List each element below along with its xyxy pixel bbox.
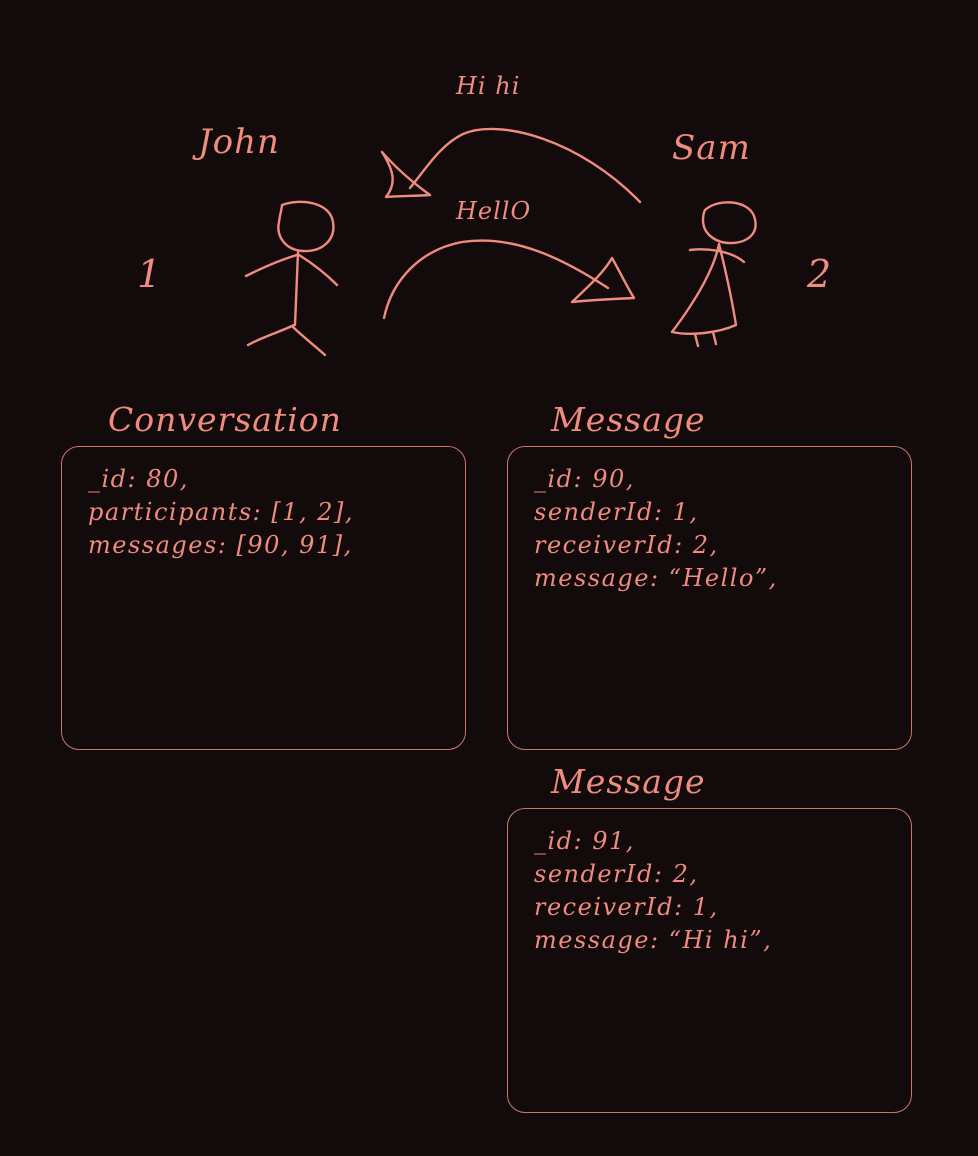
- message-line: receiverId: 1,: [534, 893, 719, 921]
- sam-number-label: 2: [807, 252, 832, 296]
- message-title: Message: [551, 762, 706, 801]
- conversation-line: messages: [90, 91],: [88, 531, 353, 559]
- john-number-label: 1: [137, 252, 162, 296]
- message-line: message: “Hi hi”,: [534, 926, 773, 954]
- arrow-john-to-sam: [382, 239, 636, 320]
- message-title: Message: [551, 400, 706, 439]
- sam-name-label: Sam: [672, 128, 751, 168]
- message-line: message: “Hello”,: [534, 564, 778, 592]
- arrow-sam-to-john: [380, 127, 642, 204]
- john-name-label: John: [198, 122, 280, 162]
- message-line: receiverId: 2,: [534, 531, 719, 559]
- conversation-line: participants: [1, 2],: [88, 498, 355, 526]
- conversation-card: _id: 80, participants: [1, 2], messages:…: [61, 446, 466, 750]
- message-line: _id: 90,: [534, 465, 635, 493]
- message-card: _id: 91, senderId: 2, receiverId: 1, mes…: [507, 808, 912, 1113]
- message-line: _id: 91,: [534, 827, 635, 855]
- hello-label: HellO: [456, 197, 532, 225]
- message-line: senderId: 2,: [534, 860, 699, 888]
- conversation-line: _id: 80,: [88, 465, 189, 493]
- message-line: senderId: 1,: [534, 498, 699, 526]
- conversation-title: Conversation: [108, 400, 342, 439]
- hi-hi-label: Hi hi: [456, 72, 521, 100]
- john-figure: [244, 200, 339, 357]
- message-card: _id: 90, senderId: 1, receiverId: 2, mes…: [507, 446, 912, 750]
- sam-figure: [670, 201, 757, 348]
